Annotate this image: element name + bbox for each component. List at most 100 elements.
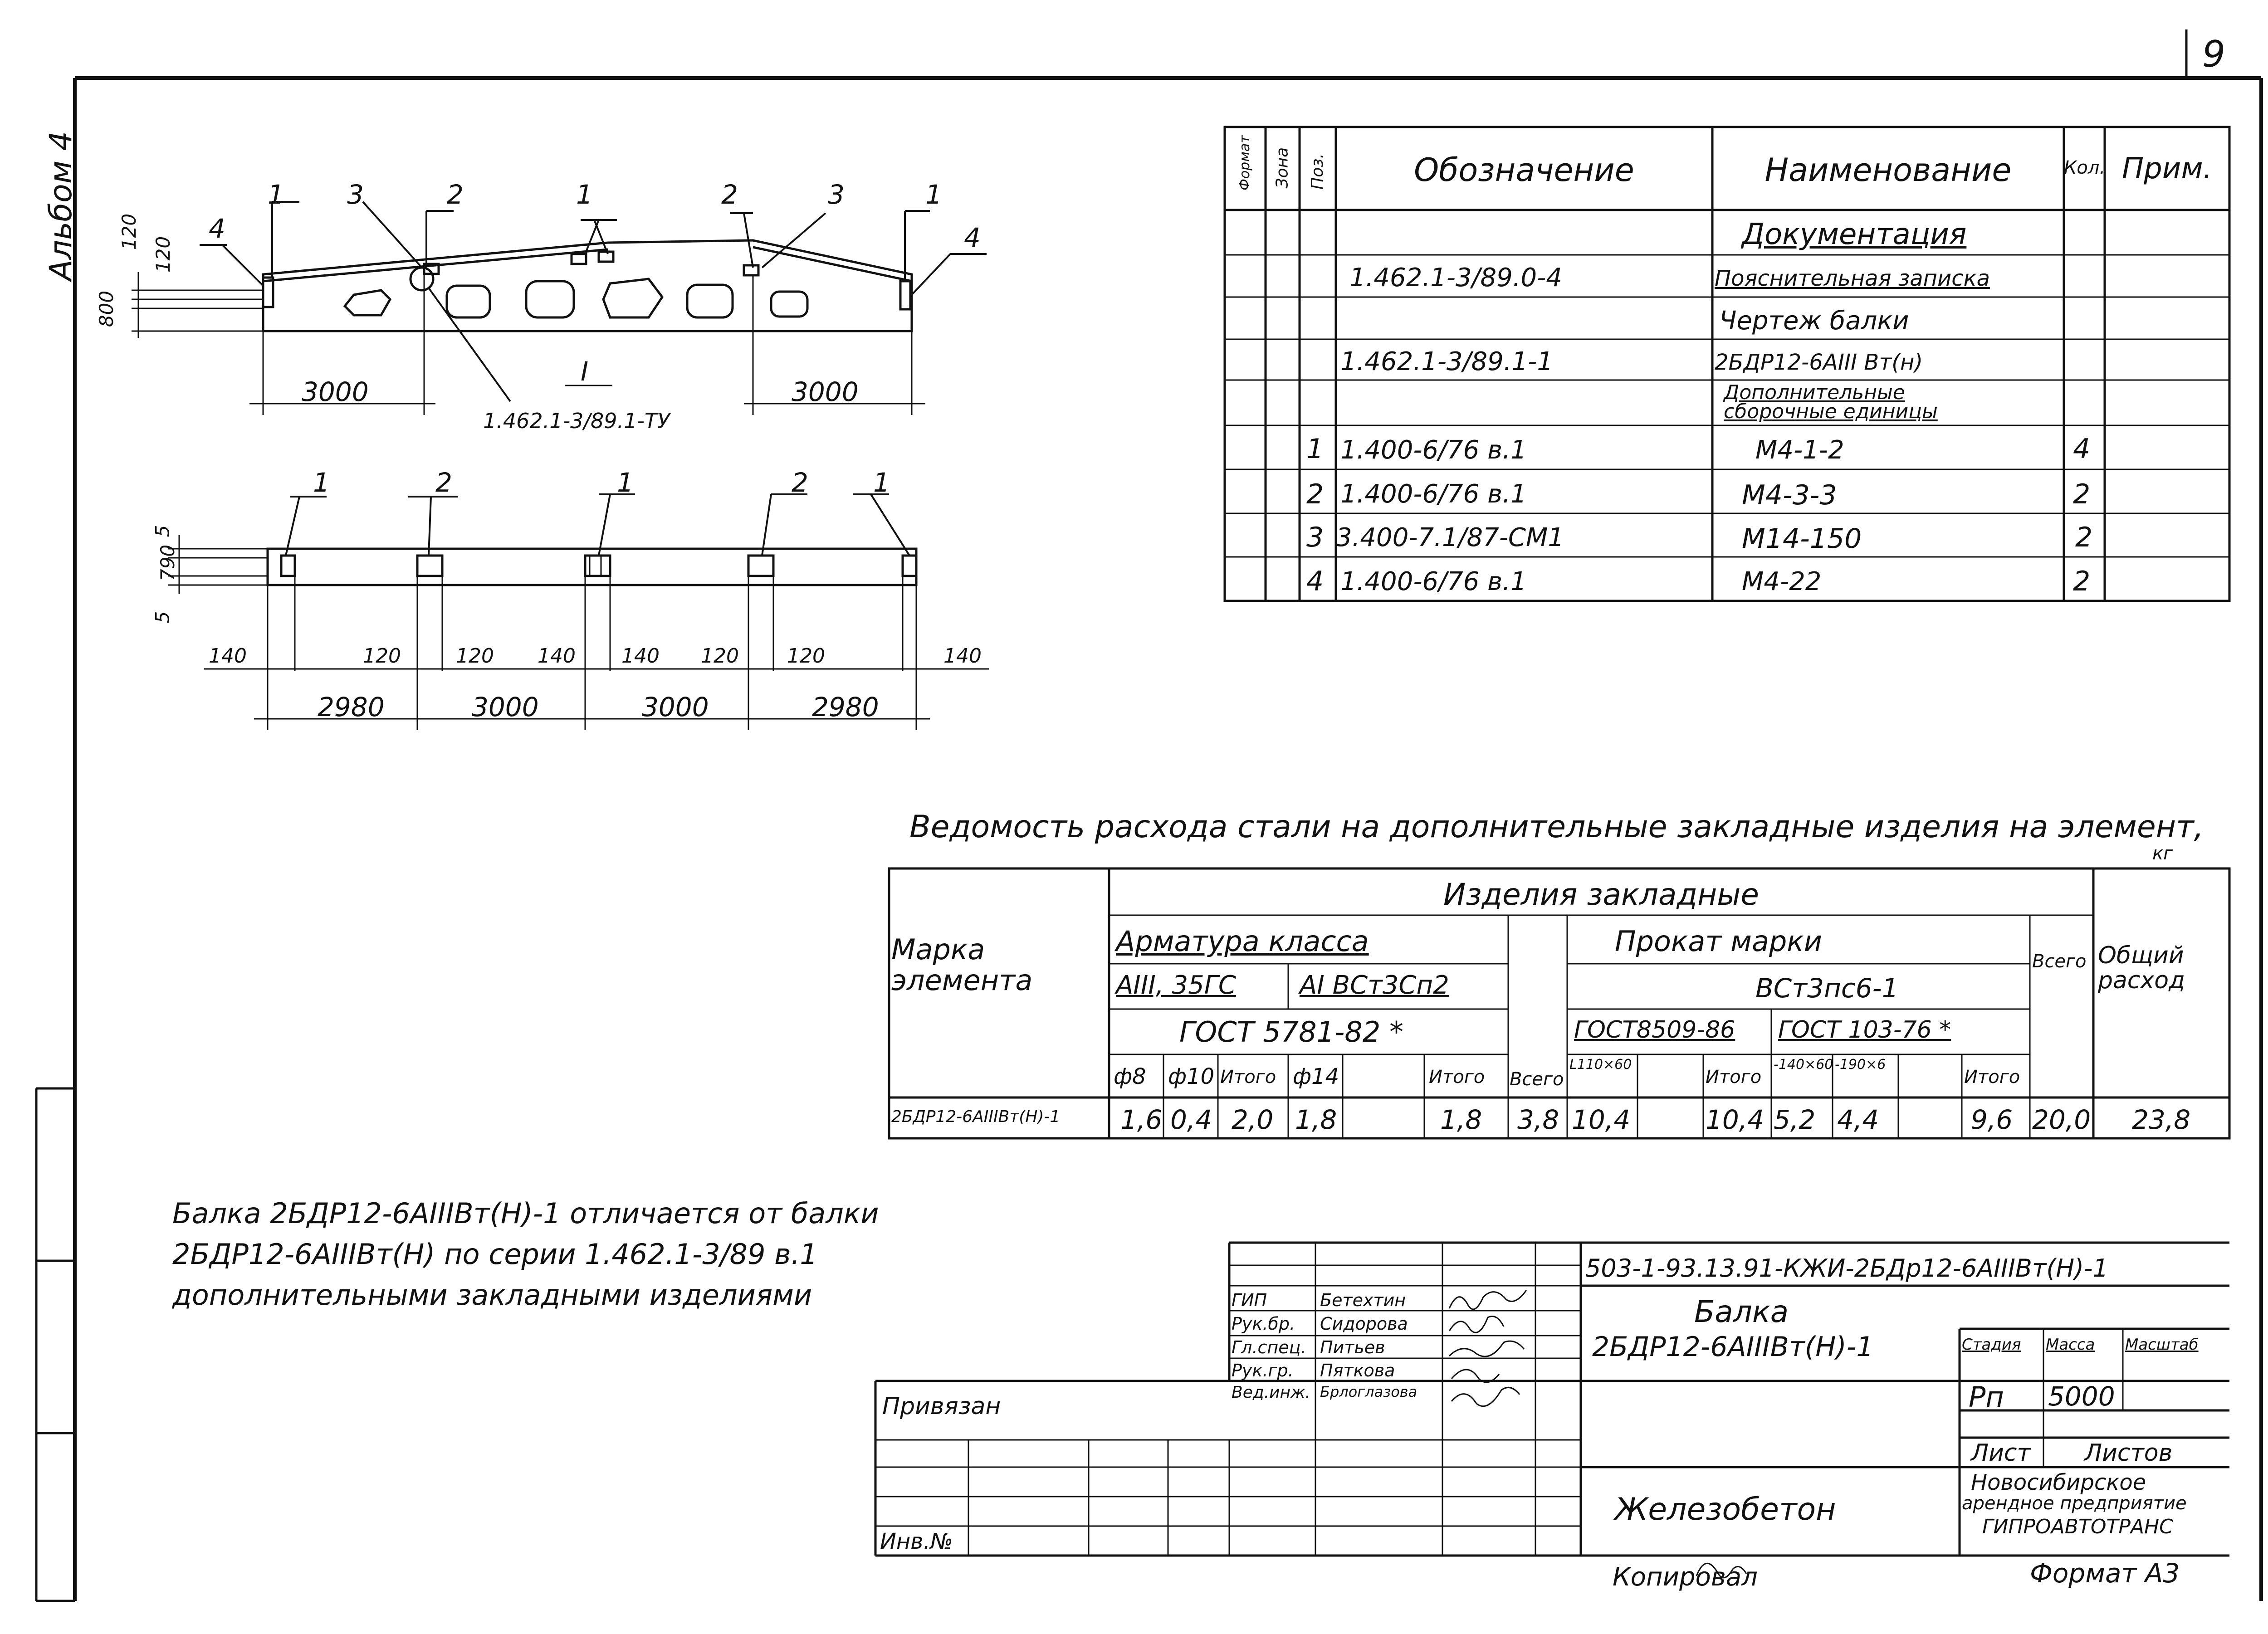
steel-sub: -190×6: [1835, 1057, 1886, 1073]
plan-big-dim: 3000: [642, 692, 709, 722]
plan-small-dim: 140: [621, 644, 660, 668]
stamp-role: Рук.бр.: [1232, 1314, 1295, 1334]
spec-name: М14-150: [1742, 523, 1862, 555]
spec-designation: 3.400-7.1/87-СМ1: [1336, 523, 1564, 552]
stamp-copied: Копировал: [1613, 1562, 1758, 1592]
stamp-format: Формат А3: [2030, 1558, 2180, 1589]
plan-small-dim: 120: [701, 644, 739, 668]
spec-qty: 2: [2075, 522, 2093, 553]
stamp-person: Брлоглазова: [1320, 1383, 1418, 1400]
note-line: дополнительными закладными изделиями: [172, 1278, 812, 1312]
spec-name: М4-22: [1742, 567, 1822, 596]
node-reference: 1.462.1-3/89.1-ТУ: [483, 409, 670, 433]
steel-header-grand: Общий расход: [2098, 942, 2185, 994]
steel-header-a3: АIII, 35ГС: [1116, 971, 1237, 1000]
steel-sub: Итого: [1429, 1067, 1485, 1088]
spec-pos: 3: [1306, 522, 1324, 553]
steel-sub: ф8: [1114, 1064, 1146, 1089]
spec-qty: 2: [2073, 478, 2091, 510]
elevation-callout: 1: [268, 179, 284, 210]
steel-value: 1,8: [1440, 1104, 1482, 1135]
steel-header-rebar: Арматура класса: [1116, 925, 1369, 958]
dim-3000-left: 3000: [302, 376, 369, 407]
plan-callout: 1: [313, 467, 330, 498]
stamp-code: 503-1-93.13.91-КЖИ-2БДр12-6АIIIВт(Н)-1: [1585, 1254, 2108, 1283]
spec-header-name: Наименование: [1765, 151, 2012, 189]
steel-row-mark: 2БДР12-6АIIIВт(Н)-1: [891, 1107, 1061, 1126]
elevation-callout: 2: [447, 179, 464, 210]
stamp-role: Гл.спец.: [1232, 1337, 1306, 1357]
spec-name: 2БДР12-6АIII Вт(н): [1715, 350, 1923, 375]
spec-pos: 2: [1306, 478, 1324, 510]
dim-5: 5: [151, 525, 174, 537]
dim-120: 120: [152, 236, 175, 273]
elevation-callout: 4: [964, 222, 981, 253]
stamp-sheet-label: Лист: [1971, 1439, 2031, 1467]
plan-small-dim: 120: [363, 644, 401, 668]
plan-big-dim: 2980: [318, 692, 385, 722]
steel-header-gost-rebar: ГОСТ 5781-82 *: [1179, 1015, 1403, 1049]
spec-name: Дополнительные сборочные единицы: [1724, 381, 1938, 423]
plan-callout: 1: [873, 467, 890, 498]
steel-value: 5,2: [1774, 1104, 1816, 1135]
stamp-role: Рук.гр.: [1232, 1361, 1294, 1380]
dim-120: 120: [118, 213, 141, 250]
steel-header-a1: АI ВСт3Сп2: [1300, 971, 1449, 1000]
elevation-callout: 2: [721, 179, 738, 210]
spec-qty: 2: [2073, 566, 2091, 597]
stamp-org: ГИПРОАВТОТРАНС: [1982, 1515, 2173, 1538]
spec-designation: 1.462.1-3/89.1-1: [1340, 347, 1553, 376]
stamp-scale-label: Масштаб: [2125, 1336, 2199, 1354]
spec-designation: 1.462.1-3/89.0-4: [1349, 263, 1562, 293]
steel-value: 4,4: [1837, 1104, 1879, 1135]
stamp-material: Железобетон: [1615, 1492, 1836, 1527]
stamp-inv: Инв.№: [880, 1529, 953, 1554]
dim-5: 5: [151, 611, 174, 624]
steel-value: 20,0: [2032, 1104, 2091, 1135]
spec-pos: 4: [1306, 566, 1324, 597]
steel-title: Ведомость расхода стали на дополнительны…: [909, 809, 2204, 845]
spec-name: Чертеж балки: [1719, 306, 1909, 336]
stamp-stage: Рп: [1969, 1380, 2004, 1414]
spec-header-pos: Поз.: [1308, 153, 1327, 190]
spec-header-designation: Обозначение: [1414, 151, 1634, 189]
album-label: Альбом 4: [43, 131, 79, 281]
stamp-org: Новосибирское: [1971, 1470, 2146, 1495]
spec-designation: 1.400-6/76 в.1: [1340, 435, 1527, 465]
stamp-person: Сидорова: [1320, 1314, 1408, 1334]
stamp-title: Балка: [1694, 1294, 1789, 1329]
sheet-number: 9: [2202, 33, 2225, 75]
steel-sub: ф14: [1293, 1064, 1339, 1089]
steel-sub: ф10: [1168, 1064, 1215, 1089]
steel-header-gost-8509: ГОСТ8509-86: [1574, 1016, 1735, 1044]
spec-pos: 1: [1306, 433, 1324, 465]
steel-value: 2,0: [1232, 1104, 1274, 1135]
stamp-person: Бетехтин: [1320, 1290, 1406, 1310]
steel-sub: Итого: [1964, 1067, 2020, 1088]
spec-header-format: Формат: [1237, 135, 1253, 190]
stamp-role: ГИП: [1232, 1290, 1267, 1310]
note-line: 2БДР12-6АIIIВт(Н) по серии 1.462.1-3/89 …: [172, 1238, 818, 1271]
stamp-tied: Привязан: [882, 1393, 1001, 1420]
steel-value: 23,8: [2132, 1104, 2191, 1135]
steel-header-rolled-grade: ВСт3пс6-1: [1755, 973, 1899, 1004]
steel-value: 10,4: [1572, 1104, 1631, 1135]
steel-value: 9,6: [1971, 1104, 2013, 1135]
steel-value: 1,6: [1120, 1104, 1163, 1135]
dim-800: 800: [95, 290, 118, 327]
stamp-stage-label: Стадия: [1962, 1336, 2021, 1354]
dim-3000-right: 3000: [792, 376, 859, 407]
plan-big-dim: 2980: [812, 692, 879, 722]
spec-name: М4-1-2: [1755, 435, 1844, 465]
elevation-callout: 3: [828, 179, 845, 210]
plan-callout: 2: [435, 467, 452, 498]
plan-big-dim: 3000: [472, 692, 539, 722]
stamp-org: арендное предприятие: [1962, 1493, 2187, 1514]
steel-unit: кг: [2152, 843, 2173, 864]
elevation-callout: 1: [925, 179, 942, 210]
steel-sub: Итого: [1220, 1067, 1276, 1088]
steel-header-gost-103: ГОСТ 103-76 *: [1778, 1016, 1951, 1044]
dim-790: 790: [156, 544, 179, 581]
stamp-title: 2БДР12-6АIIIВт(Н)-1: [1592, 1331, 1874, 1363]
